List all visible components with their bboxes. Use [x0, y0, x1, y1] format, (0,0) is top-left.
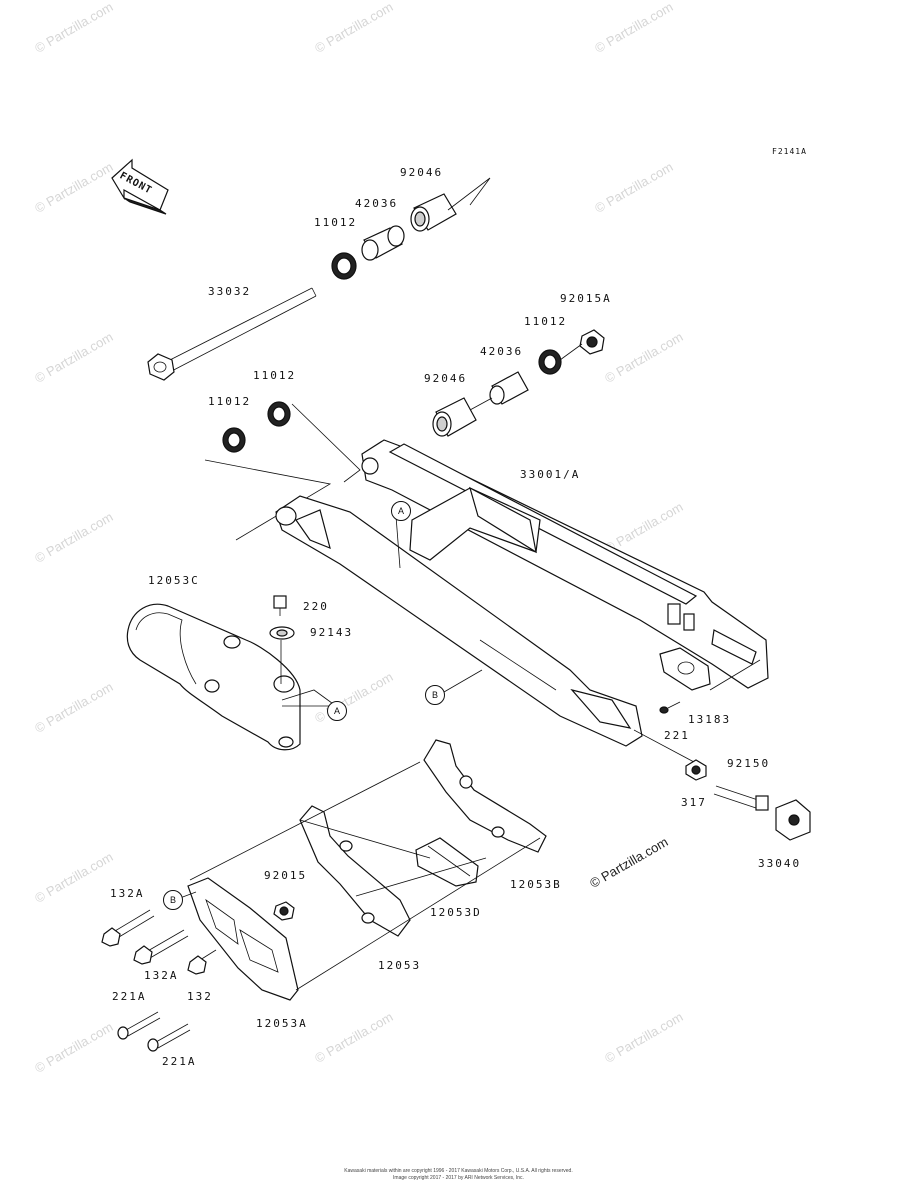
seal-11012-left-a — [267, 401, 291, 427]
front-arrow-icon — [111, 158, 169, 215]
bearing-92046-right — [432, 397, 477, 437]
part-label-13183: 13183 — [688, 713, 732, 726]
part-label-132A-b: 132A — [144, 969, 179, 982]
sleeve-42036-top — [361, 225, 405, 261]
part-label-317: 317 — [681, 796, 707, 809]
nut-92015A — [579, 329, 605, 355]
copyright-line: Image copyright 2017 - 2017 by ARI Netwo… — [393, 1175, 524, 1181]
collar-92143 — [269, 626, 295, 640]
bearing-92046-top — [410, 193, 457, 232]
bolt-132A-b — [133, 929, 189, 965]
chain-slider-12053C — [126, 603, 301, 751]
part-label-11012-top: 11012 — [314, 216, 358, 229]
part-label-221: 221 — [664, 729, 690, 742]
part-label-42036-top: 42036 — [355, 197, 399, 210]
ref-marker-b: B — [163, 890, 183, 910]
part-label-220: 220 — [303, 600, 329, 613]
part-label-11012-left-b: 11012 — [208, 395, 252, 408]
swingarm-33001A — [275, 439, 769, 747]
part-label-12053: 12053 — [378, 959, 422, 972]
part-label-42036-right: 42036 — [480, 345, 524, 358]
ref-marker-a: A — [391, 501, 411, 521]
sleeve-42036-right — [489, 371, 529, 405]
part-label-92150: 92150 — [727, 757, 771, 770]
guide-12053B — [423, 739, 547, 853]
part-label-132A-a: 132A — [110, 887, 145, 900]
nut-317 — [685, 759, 707, 781]
part-label-92143: 92143 — [310, 626, 354, 639]
block-33040 — [775, 799, 811, 841]
part-label-11012-left-a: 11012 — [253, 369, 297, 382]
part-label-33040: 33040 — [758, 857, 802, 870]
part-label-33001A: 33001/A — [520, 468, 581, 481]
guide-12053 — [299, 805, 411, 937]
bolt-220 — [273, 595, 287, 616]
adjuster-bolt-92150 — [713, 785, 769, 811]
figure-code: F2141A — [772, 147, 807, 156]
part-label-92015A: 92015A — [560, 292, 612, 305]
bolt-221A-a — [117, 1011, 161, 1040]
ref-marker-a: A — [327, 701, 347, 721]
part-label-12053C: 12053C — [148, 574, 200, 587]
part-label-12053A: 12053A — [256, 1017, 308, 1030]
part-label-221A-b: 221A — [162, 1055, 197, 1068]
part-label-12053B: 12053B — [510, 878, 562, 891]
nut-92015 — [273, 901, 295, 921]
copyright-line: Kawasaki materials within are copyright … — [344, 1168, 573, 1174]
part-label-11012-right: 11012 — [524, 315, 568, 328]
seal-11012-right — [538, 349, 562, 375]
part-label-33032: 33032 — [208, 285, 252, 298]
part-label-221A-a: 221A — [112, 990, 147, 1003]
part-label-132: 132 — [187, 990, 213, 1003]
part-label-92015: 92015 — [264, 869, 308, 882]
ref-marker-b: B — [425, 685, 445, 705]
bolt-132A-a — [101, 909, 155, 947]
plate-13183 — [659, 647, 711, 691]
seal-11012-top — [331, 252, 357, 280]
axle-33032 — [147, 287, 317, 381]
bolt-221A-b — [147, 1023, 191, 1052]
pad-12053D — [415, 837, 479, 887]
screw-221 — [659, 701, 681, 714]
bolt-132 — [187, 949, 217, 975]
guard-12053A — [187, 877, 299, 1001]
seal-11012-left-b — [222, 427, 246, 453]
part-label-12053D: 12053D — [430, 906, 482, 919]
part-label-92046-right: 92046 — [424, 372, 468, 385]
part-label-92046-top: 92046 — [400, 166, 444, 179]
